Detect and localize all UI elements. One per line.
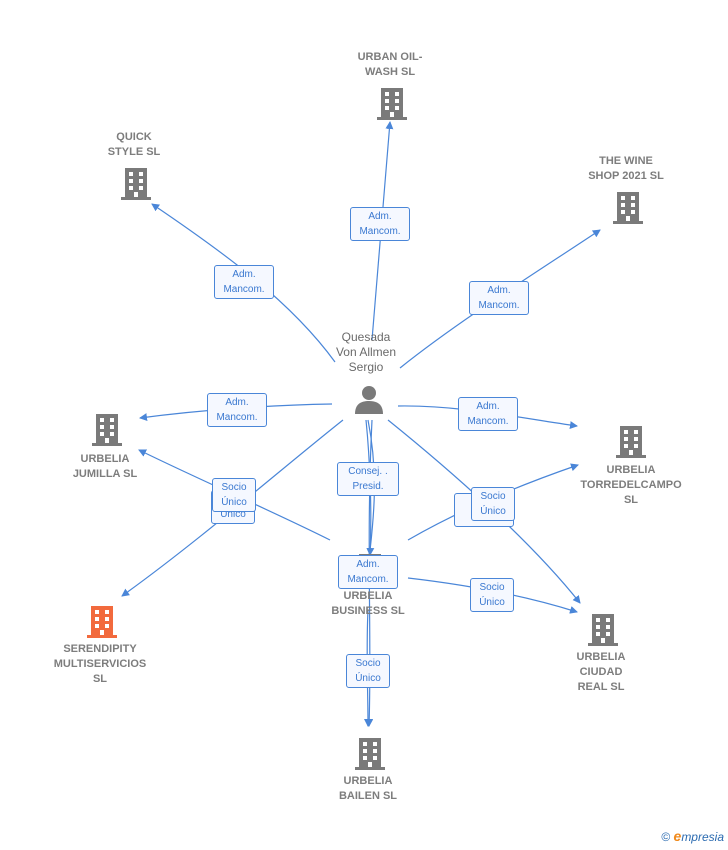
company-node-urbelia-bailen[interactable]: URBELIA BAILEN SL <box>338 775 398 802</box>
brand-name: mpresia <box>681 830 724 844</box>
brand-initial: e <box>673 828 682 844</box>
footer-brand[interactable]: © empresia <box>661 828 724 844</box>
person-node-label[interactable]: Quesada Von Allmen Sergio <box>335 330 397 374</box>
copyright-symbol: © <box>661 830 671 844</box>
company-node-urbelia-ciudad-real[interactable]: URBELIA CIUDAD REAL SL <box>576 651 626 693</box>
company-node-urbelia-business[interactable]: URBELIA BUSINESS SL <box>331 590 405 617</box>
company-node-quick-style[interactable]: QUICK STYLE SL <box>107 131 161 158</box>
edge-label-adm-mancom: Adm. Mancom. <box>214 265 274 299</box>
edge-label-adm-mancom: Adm. Mancom. <box>207 393 267 427</box>
building-icon <box>355 738 385 770</box>
edge-label-adm-mancom: Adm. Mancom. <box>350 207 410 241</box>
building-icon <box>121 168 151 200</box>
company-node-urbelia-jumilla[interactable]: URBELIA JUMILLA SL <box>72 453 138 480</box>
edge-label-adm-mancom: Adm. Mancom. <box>458 397 518 431</box>
edge-label-socio-unico: Socio Único <box>470 578 514 612</box>
building-icon <box>92 414 122 446</box>
company-node-urbelia-torredelcampo[interactable]: URBELIA TORREDELCAMPO SL <box>580 464 682 506</box>
person-icon <box>355 386 383 414</box>
company-node-urban-oil-wash[interactable]: URBAN OIL- WASH SL <box>357 51 423 78</box>
building-icon <box>613 192 643 224</box>
building-icon <box>588 614 618 646</box>
edge-label-adm-mancom: Adm. Mancom. <box>469 281 529 315</box>
building-icon <box>377 88 407 120</box>
building-icon <box>616 426 646 458</box>
edge-label-consej-presid: Consej. . Presid. <box>337 462 399 496</box>
edge-label-socio-unico: Socio Único <box>471 487 515 521</box>
company-node-serendipity[interactable]: SERENDIPITY MULTISERVICIOS SL <box>53 643 147 685</box>
edge-label-adm-mancom: Adm. Mancom. <box>338 555 398 589</box>
edge-label-socio-unico: Socio Único <box>212 478 256 512</box>
building-icon-highlight <box>87 606 117 638</box>
company-node-wine-shop[interactable]: THE WINE SHOP 2021 SL <box>588 155 664 182</box>
edge-label-socio-unico: Socio Único <box>346 654 390 688</box>
